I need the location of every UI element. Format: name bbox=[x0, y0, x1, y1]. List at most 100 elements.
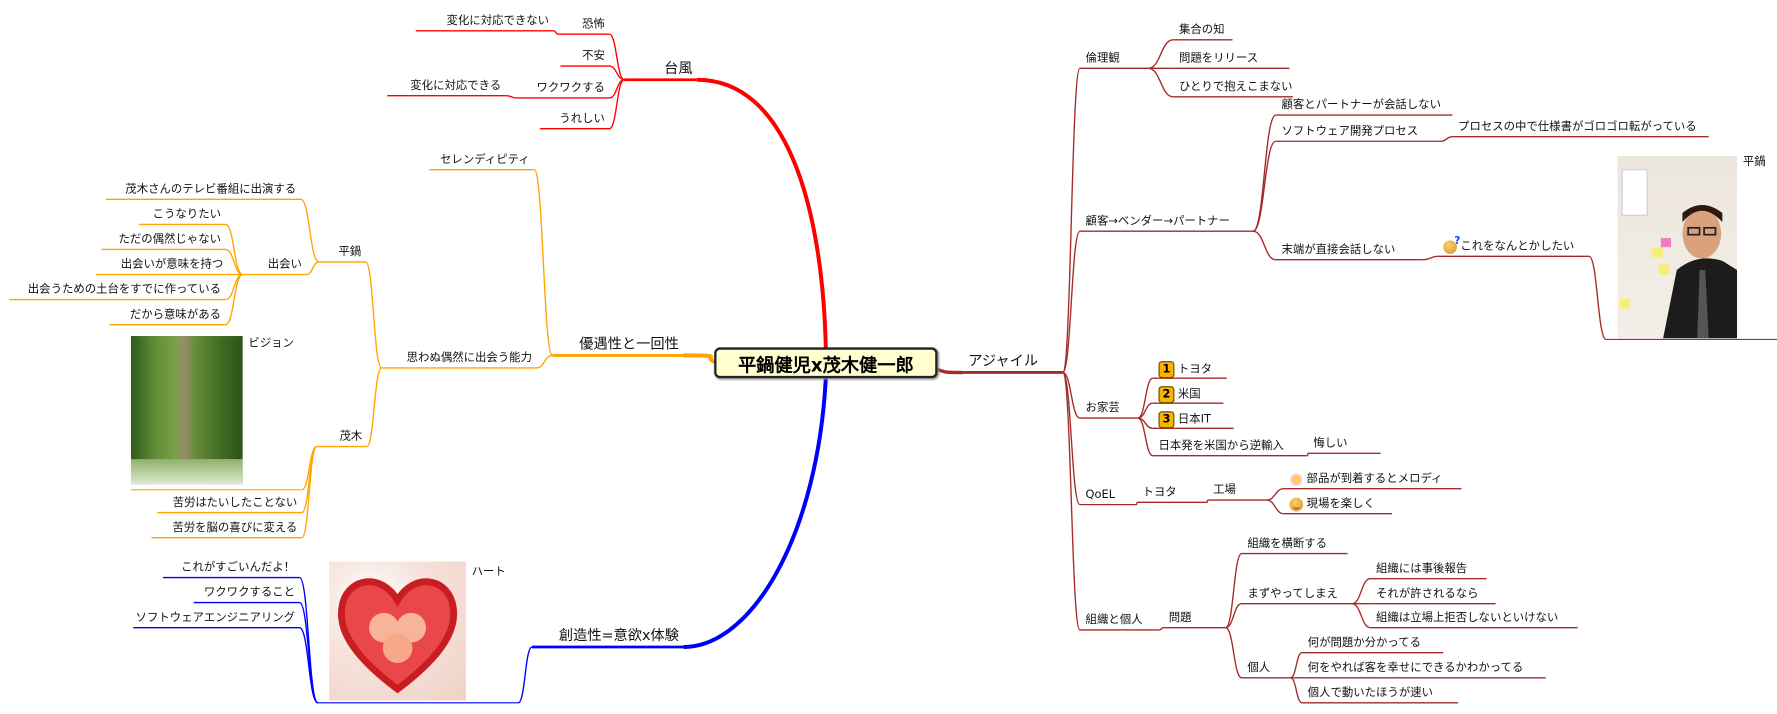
topic-m1[interactable]: 組織を横断する bbox=[1247, 537, 1327, 552]
topic-label: だから意味がある bbox=[129, 308, 221, 322]
branch-connector-typhoon bbox=[697, 77, 828, 349]
connector-m2c bbox=[1351, 603, 1371, 629]
priority-1-icon: 1 bbox=[1158, 361, 1175, 379]
topic-label: 組織は立場上拒否しないといけない bbox=[1376, 611, 1559, 625]
topic-deai[interactable]: 出会い bbox=[268, 257, 302, 272]
topic-label: こうなりたい bbox=[152, 208, 221, 221]
topic-excite[interactable]: ワクワクする bbox=[537, 81, 605, 96]
topic-label: 部品が到着するとメロディ bbox=[1306, 472, 1443, 486]
connector-naritai bbox=[225, 223, 243, 276]
topic-kurou1[interactable]: 苦労はたいしたことない bbox=[173, 496, 298, 511]
connector-m2 bbox=[1225, 603, 1242, 629]
connector-m3c bbox=[1290, 677, 1303, 704]
topic-guuzen[interactable]: ただの偶然じゃない bbox=[118, 232, 221, 247]
topic-naritai[interactable]: こうなりたい bbox=[153, 207, 221, 222]
topic-c3a[interactable]: これをなんとかしたい bbox=[1443, 234, 1575, 254]
topic-m3[interactable]: 個人 bbox=[1247, 661, 1270, 676]
connector-c2 bbox=[1252, 140, 1277, 232]
connector-shuugou bbox=[1148, 39, 1174, 70]
topic-o4a[interactable]: 悔しい bbox=[1313, 436, 1347, 451]
connector-o1 bbox=[1137, 377, 1154, 419]
topic-c2[interactable]: ソフトウェア開発プロセス bbox=[1281, 124, 1418, 139]
topic-qoel[interactable]: QoEL bbox=[1086, 488, 1115, 503]
topic-imi[interactable]: 出会いが意味を持つ bbox=[121, 257, 224, 272]
topic-label: 組織と個人 bbox=[1085, 613, 1143, 627]
connector-photo bbox=[1588, 255, 1607, 341]
topic-label: 不安 bbox=[582, 50, 605, 63]
topic-excite_c[interactable]: 変化に対応できる bbox=[410, 79, 501, 94]
topic-m3c[interactable]: 個人で動いたほうが速い bbox=[1308, 686, 1433, 701]
topic-anxiety[interactable]: 不安 bbox=[582, 49, 605, 64]
topic-dakara[interactable]: だから意味がある bbox=[130, 308, 221, 323]
connector-heart bbox=[517, 646, 533, 704]
topic-o4[interactable]: 日本発を米国から逆輸入 bbox=[1158, 439, 1283, 454]
topic-wakuwaku[interactable]: ワクワクすること bbox=[204, 585, 295, 600]
topic-agile[interactable]: アジャイル bbox=[968, 352, 1038, 370]
smiling-face-icon bbox=[1289, 497, 1304, 511]
topic-label: 何が問題か分かってる bbox=[1307, 636, 1422, 650]
topic-f1[interactable]: 部品が到着するとメロディ bbox=[1289, 472, 1442, 487]
topic-toyota[interactable]: トヨタ bbox=[1143, 485, 1177, 500]
topic-label: ただの偶然じゃない bbox=[118, 233, 221, 247]
topic-label: 茂木 bbox=[339, 430, 363, 444]
connector-ability bbox=[536, 354, 553, 369]
connector-anxiety bbox=[609, 65, 625, 81]
topic-c1[interactable]: 顧客とパートナーが会話しない bbox=[1281, 98, 1440, 113]
topic-m2[interactable]: まずやってしまえ bbox=[1247, 587, 1338, 602]
connector-wakuwaku bbox=[298, 601, 319, 704]
topic-org[interactable]: 組織と個人 bbox=[1086, 613, 1143, 628]
topic-typhoon[interactable]: 台風 bbox=[664, 59, 692, 77]
topic-dodai[interactable]: 出会うための土台をすでに作っている bbox=[28, 282, 221, 297]
topic-customer[interactable]: 顧客→ベンダー→パートナー bbox=[1086, 214, 1230, 229]
topic-softeng[interactable]: ソフトウェアエンジニアリング bbox=[136, 611, 295, 626]
connector-c3a bbox=[1423, 255, 1438, 261]
topic-fear[interactable]: 恐怖 bbox=[582, 17, 605, 32]
topic-f2[interactable]: 現場を楽しく bbox=[1289, 497, 1375, 512]
topic-factory[interactable]: 工場 bbox=[1213, 483, 1236, 498]
topic-serendipity[interactable]: セレンディピティ bbox=[440, 153, 530, 168]
topic-fear_c[interactable]: 変化に対応できない bbox=[447, 14, 550, 29]
topic-label: トヨタ bbox=[1142, 486, 1177, 499]
topic-kurou2[interactable]: 苦労を脳の喜びに変える bbox=[172, 521, 297, 536]
topic-release[interactable]: 問題をリリース bbox=[1179, 51, 1258, 66]
topic-label: お家芸 bbox=[1085, 402, 1120, 415]
topic-mogi[interactable]: 茂木 bbox=[339, 429, 362, 444]
topic-label: これをなんとかしたい bbox=[1460, 240, 1575, 253]
topic-c3[interactable]: 末端が直接会話しない bbox=[1281, 243, 1395, 258]
connector-sugoi bbox=[298, 576, 319, 704]
connector-hitori bbox=[1148, 67, 1174, 98]
topic-okagei[interactable]: お家芸 bbox=[1086, 401, 1120, 416]
topic-label: 集合の知 bbox=[1178, 23, 1225, 37]
topic-mondai[interactable]: 問題 bbox=[1169, 611, 1192, 626]
topic-chance[interactable]: 優遇性と一回性 bbox=[579, 335, 679, 353]
topic-label: ワクワクする bbox=[536, 82, 605, 95]
topic-ability[interactable]: 思わぬ偶然に出会う能力 bbox=[407, 351, 532, 366]
topic-label: 工場 bbox=[1213, 484, 1236, 497]
topic-label: 茂木さんのテレビ番組に出演する bbox=[125, 183, 297, 196]
topic-creativity[interactable]: 創造性=意欲x体験 bbox=[559, 627, 679, 645]
priority-2-icon: 2 bbox=[1158, 386, 1175, 404]
topic-happy[interactable]: うれしい bbox=[559, 112, 605, 127]
central-topic[interactable]: 平鍋健児x茂木健一郎 bbox=[714, 347, 938, 379]
topic-m3a[interactable]: 何が問題か分かってる bbox=[1308, 636, 1421, 651]
topic-m2a[interactable]: 組織には事後報告 bbox=[1376, 562, 1467, 577]
topic-m2c[interactable]: 組織は立場上拒否しないといけない bbox=[1376, 611, 1558, 626]
topic-hiranabe[interactable]: 平鍋 bbox=[338, 245, 361, 260]
connector-c1 bbox=[1252, 114, 1277, 232]
topic-ethics[interactable]: 倫理観 bbox=[1086, 51, 1120, 66]
topic-sugoi[interactable]: これがすごいんだよ！ bbox=[181, 560, 295, 575]
topic-label: 優遇性と一回性 bbox=[579, 334, 679, 352]
topic-m3b[interactable]: 何をやれば客を幸せにできるかわかってる bbox=[1308, 661, 1524, 676]
topic-shuugou[interactable]: 集合の知 bbox=[1179, 23, 1225, 38]
topic-c2a[interactable]: プロセスの中で仕様書がゴロゴロ転がっている bbox=[1458, 120, 1697, 135]
branch-connector-chance bbox=[683, 353, 717, 365]
topic-hitori[interactable]: ひとりで抱えこまない bbox=[1179, 80, 1293, 95]
topic-label: 米国 bbox=[1177, 388, 1201, 401]
topic-tv[interactable]: 茂木さんのテレビ番組に出演する bbox=[125, 182, 296, 197]
topic-label: 変化に対応できない bbox=[446, 14, 550, 28]
topic-m2b[interactable]: それが許されるなら bbox=[1376, 587, 1479, 602]
